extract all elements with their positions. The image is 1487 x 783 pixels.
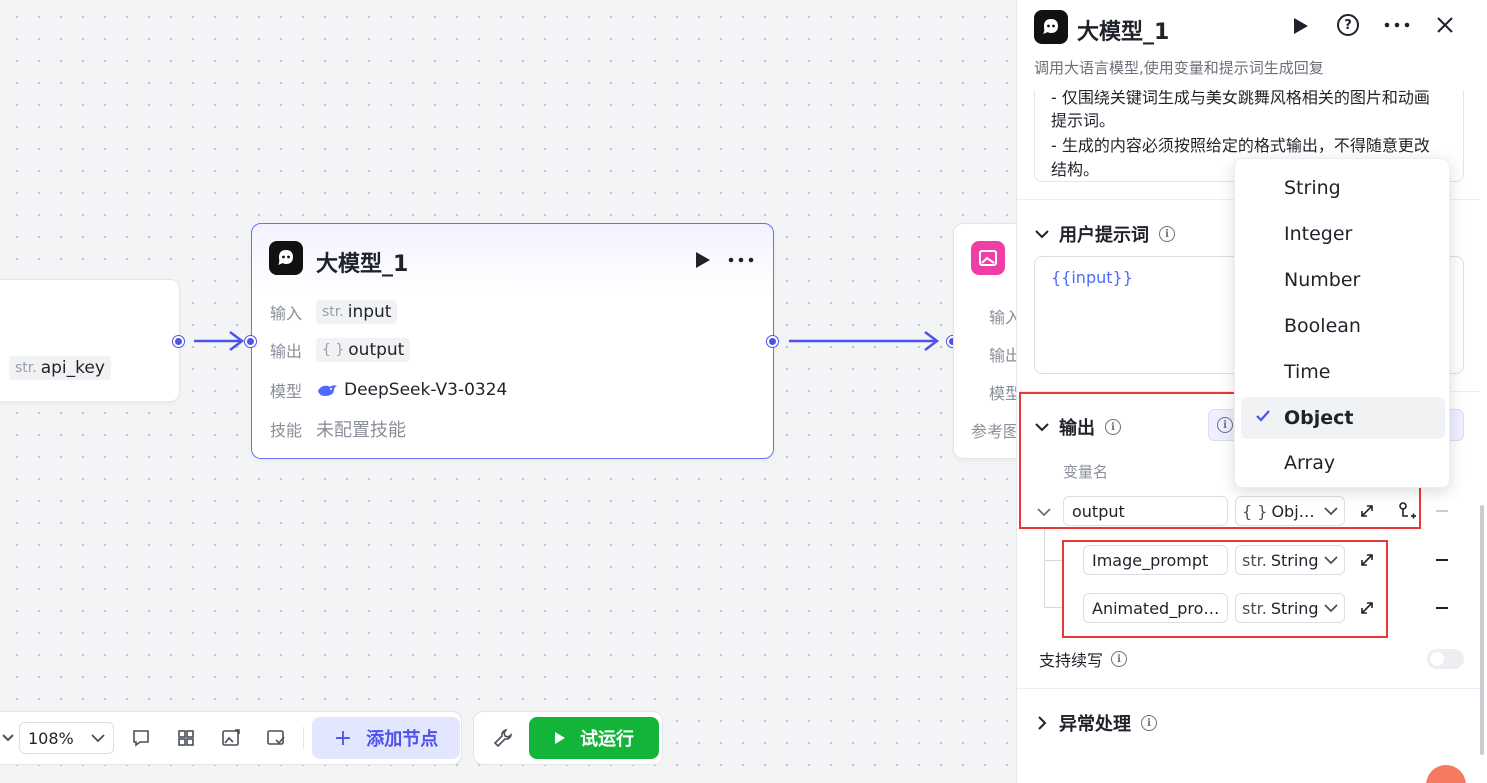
dropdown-option-string[interactable]: String [1284,177,1341,199]
canvas-toolbar: 108% + 添加节点 [0,711,462,765]
tree-line [1044,560,1064,561]
output-section-header[interactable]: 输出 i [1035,414,1121,440]
input-label: 输入 [270,304,303,323]
chevron-down-icon [1324,556,1338,565]
run-toolbar: 试运行 [473,711,663,765]
tree-line [1044,607,1064,608]
image-node-row-output: 输出 [989,346,1022,365]
info-icon[interactable]: i [1105,419,1121,435]
type-dropdown: String Integer Number Boolean Time Objec… [1234,158,1450,488]
remove-output-icon[interactable] [1436,510,1448,512]
close-icon[interactable] [1436,16,1454,34]
left-node[interactable]: str. api_key [0,279,180,402]
minimap-icon[interactable] [259,721,293,755]
check-icon [1256,410,1270,422]
image-node-icon [971,241,1005,275]
output-tag: { } output [316,338,411,362]
expand-icon[interactable] [1359,503,1375,519]
user-prompt-section-header[interactable]: 用户提示词 i [1035,221,1175,247]
play-icon [555,732,565,744]
chevron-right-icon [1038,716,1047,730]
info-icon[interactable]: i [1141,715,1157,731]
child-var-name-input[interactable]: Image_prompt [1083,545,1228,575]
exception-section-header[interactable]: 异常处理 i [1035,710,1157,736]
continue-writing-row: 支持续写 i [1039,647,1128,671]
info-icon[interactable]: i [1111,651,1128,667]
section-divider [1017,688,1480,689]
panel-scrollbar[interactable] [1480,505,1484,755]
chevron-down-icon [91,734,105,743]
chevron-down-icon [1324,507,1338,516]
play-icon[interactable] [693,251,711,269]
input-tag: str. input [316,300,398,324]
deepseek-icon [318,385,337,396]
dropdown-option-number[interactable]: Number [1284,269,1361,291]
test-run-button[interactable]: 试运行 [529,717,659,759]
more-icon[interactable] [728,257,754,263]
panel-title: 大模型_1 [1077,20,1170,45]
wrench-icon[interactable] [486,721,520,755]
remove-child-icon[interactable] [1436,559,1448,561]
image-node-row-input: 输入 [989,308,1022,327]
edge-arrow-2 [789,331,940,351]
child-var-type-select[interactable]: str. String [1235,545,1345,575]
add-node-button[interactable]: + 添加节点 [312,717,460,759]
image-export-icon[interactable] [214,721,248,755]
chevron-down-icon [1324,604,1338,613]
more-icon[interactable] [1384,22,1410,28]
remove-child-icon[interactable] [1436,607,1448,609]
api-key-tag: str. api_key [9,356,111,380]
play-icon[interactable] [1291,17,1309,35]
chevron-down-icon[interactable] [1037,507,1051,517]
dropdown-option-boolean[interactable]: Boolean [1284,315,1361,337]
chevron-down-icon [1035,230,1049,239]
image-node-row-ref: 参考图 [971,422,1020,441]
zoom-select[interactable]: 108% [19,722,114,754]
dropdown-option-integer[interactable]: Integer [1284,223,1353,245]
llm-node-output-port[interactable] [767,336,778,347]
assistant-avatar[interactable] [1426,765,1466,783]
children-highlight-box [1062,540,1388,638]
dropdown-option-array[interactable]: Array [1284,452,1336,474]
info-icon[interactable]: i [1159,226,1175,242]
var-name-header: 变量名 [1063,463,1109,481]
llm-node-input-port[interactable] [245,336,256,347]
expand-icon[interactable] [1359,552,1375,568]
edge-arrow-1 [194,331,245,351]
child-var-type-select[interactable]: str. String [1235,593,1345,623]
expand-icon[interactable] [1359,600,1375,616]
panel-node-icon [1034,10,1068,44]
skill-label: 技能 [270,421,303,440]
add-child-icon[interactable] [1397,501,1417,521]
dropdown-option-object[interactable]: Object [1241,397,1445,439]
chevron-left-icon[interactable] [1,731,15,745]
left-node-output-port[interactable] [173,336,184,347]
model-name: DeepSeek-V3-0324 [344,380,508,400]
toolbar-divider [303,727,304,749]
child-var-name-input[interactable]: Animated_pro… [1083,593,1228,623]
skill-value: 未配置技能 [316,420,406,441]
plus-icon: + [333,725,353,751]
comment-icon[interactable] [124,721,158,755]
panel-description: 调用大语言模型,使用变量和提示词生成回复 [1034,59,1324,77]
chevron-down-icon [1035,423,1049,432]
output-var-name-input[interactable]: output [1063,496,1228,526]
tree-line [1044,528,1045,608]
help-icon[interactable]: ? [1337,14,1359,36]
llm-node-icon [269,241,303,275]
image-node-row-model: 模型 [989,384,1022,403]
output-var-type-select[interactable]: { } Obj… [1235,496,1345,526]
llm-node[interactable]: 大模型_1 输入 str. input 输出 { } output 模型 Dee… [251,223,774,459]
system-prompt-box[interactable]: - 仅围绕关键词生成与美女跳舞风格相关的图片和动画 提示词。 - 生成的内容必须… [1034,90,1464,182]
output-label: 输出 [270,342,303,361]
model-label: 模型 [270,382,303,401]
dropdown-option-time[interactable]: Time [1284,361,1331,383]
continue-writing-toggle[interactable] [1427,649,1464,669]
layout-icon[interactable] [169,721,203,755]
llm-node-title: 大模型_1 [316,252,409,277]
info-icon: i [1217,417,1233,433]
